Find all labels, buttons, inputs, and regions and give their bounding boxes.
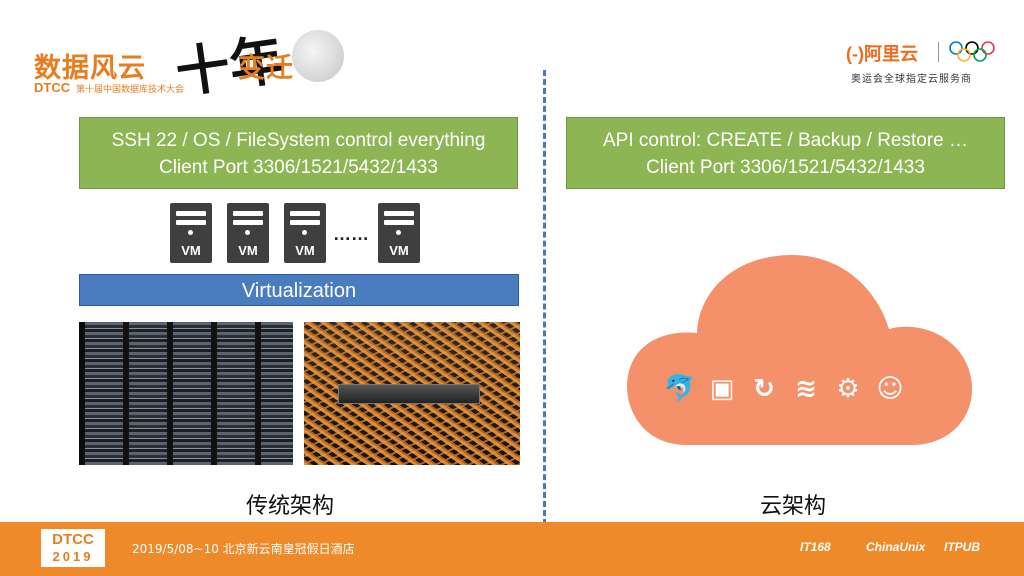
cloud-control-line1: API control: CREATE / Backup / Restore … — [603, 130, 968, 151]
moon-graphic — [292, 30, 344, 82]
traditional-client-ports: Client Port 3306/1521/5432/1433 — [159, 157, 438, 178]
vm-label: VM — [389, 243, 409, 258]
footer-badge-title: DTCC — [52, 531, 94, 548]
vm-server-icon: VM — [378, 203, 420, 263]
mysql-dolphin-icon: 🐬 — [663, 374, 697, 404]
cloud-service-icons: 🐬 ▣ ↻ ≋ ⚙ ☺ — [663, 372, 907, 408]
event-logo-text-right: 变迁 — [238, 53, 294, 84]
traditional-control-line1: SSH 22 / OS / FileSystem control everyth… — [111, 130, 486, 151]
footer-badge-year: 2019 — [52, 549, 94, 564]
footer-date-location: 2019/5/08~10 北京新云南皇冠假日酒店 — [132, 542, 355, 556]
partner-logo-it168: IT168 — [800, 540, 831, 554]
olympic-rings-icon — [949, 41, 995, 62]
section-divider — [543, 70, 546, 525]
sponsor-subtitle: 奥运会全球指定云服务商 — [851, 74, 972, 85]
network-cabling-photo — [304, 322, 520, 465]
footer-badge: DTCC 2019 — [41, 529, 105, 567]
traditional-control-box: SSH 22 / OS / FileSystem control everyth… — [79, 117, 518, 189]
refresh-sync-icon: ↻ — [753, 374, 775, 404]
aliyun-logo: (-)阿里云 — [846, 44, 918, 64]
cloud-client-ports: Client Port 3306/1521/5432/1433 — [646, 157, 925, 178]
cloud-control-box: API control: CREATE / Backup / Restore …… — [566, 117, 1005, 189]
logo-divider — [938, 42, 939, 62]
vm-label: VM — [295, 243, 315, 258]
vm-server-icon: VM — [170, 203, 212, 263]
gear-box-icon: ⚙ — [836, 374, 860, 404]
vm-server-icon: VM — [284, 203, 326, 263]
cloud-icon — [627, 255, 972, 445]
partner-logo-itpub: ITPUB — [944, 540, 980, 554]
vm-label: VM — [181, 243, 201, 258]
cloud-architecture-caption: 云架构 — [760, 494, 827, 519]
virtualization-bar: Virtualization — [79, 274, 519, 306]
event-logo-text-left: 数据风云 — [34, 53, 146, 84]
layers-stack-icon: ≋ — [795, 374, 817, 404]
event-subtitle: 第十届中国数据库技术大会 — [76, 84, 185, 94]
partner-logo-chinaunix: ChinaUnix — [866, 540, 926, 554]
traditional-architecture-caption: 传统架构 — [246, 494, 335, 519]
vm-server-icon: VM — [227, 203, 269, 263]
bear-icon: ☺ — [876, 374, 904, 404]
server-rack-photo — [79, 322, 293, 465]
footer-bar — [0, 522, 1024, 576]
event-abbr: DTCC — [34, 80, 71, 95]
vm-label: VM — [238, 243, 258, 258]
database-icon: ▣ — [709, 374, 735, 404]
vm-ellipsis: …… — [333, 224, 369, 244]
